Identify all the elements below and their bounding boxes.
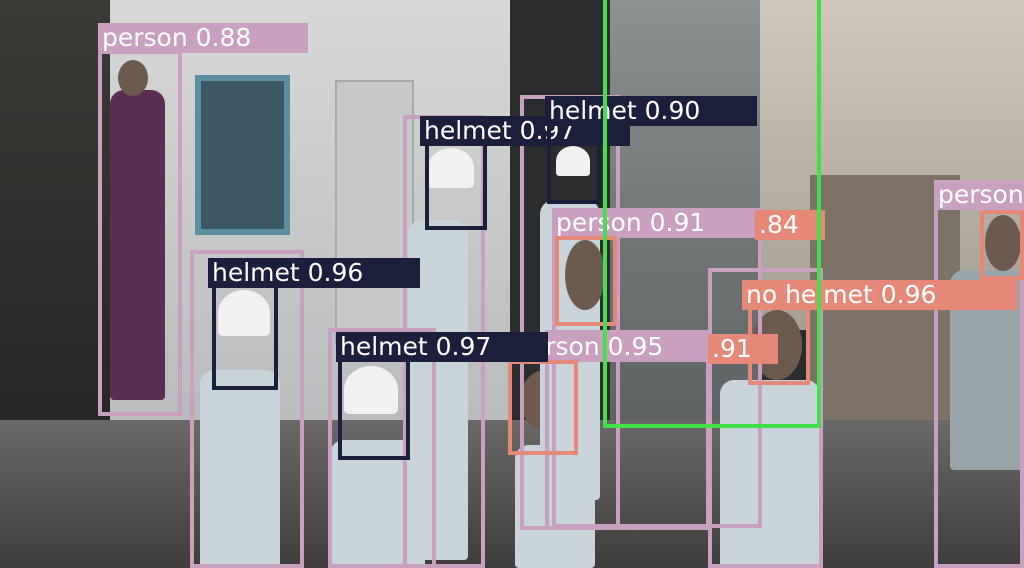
floor xyxy=(0,420,1024,568)
detection-box-helmet xyxy=(547,122,601,204)
detection-box-helmet xyxy=(425,140,487,230)
detection-label: helmet 0.96 xyxy=(208,258,420,288)
detection-label: person 0.88 xyxy=(98,23,308,53)
detection-box-helmet xyxy=(212,282,278,390)
detection-label: helmet 0.97 xyxy=(336,332,548,362)
worker-body xyxy=(110,90,165,400)
door xyxy=(335,80,414,344)
worker-head xyxy=(565,240,605,310)
detection-box-person xyxy=(98,50,182,416)
highlight-box xyxy=(603,0,821,428)
detection-box-person xyxy=(190,250,304,568)
worker-body xyxy=(200,370,280,568)
detection-box-no-helmet xyxy=(555,236,617,326)
detection-label: .91 xyxy=(708,334,778,364)
detection-box-no-helmet xyxy=(508,360,578,455)
detection-box-person xyxy=(708,268,823,568)
worker-body xyxy=(720,380,820,568)
worker-head xyxy=(985,215,1021,271)
window xyxy=(195,75,290,235)
worker-head xyxy=(118,60,148,96)
detection-label: helmet 0.90 xyxy=(545,96,757,126)
detection-label: .84 xyxy=(755,210,825,240)
helmet-shape xyxy=(344,366,398,414)
helmet-shape xyxy=(428,148,474,188)
detection-box-person xyxy=(328,328,436,568)
helmet-shape xyxy=(556,146,590,176)
detection-label: person xyxy=(934,180,1024,210)
detection-label: person 0.91 xyxy=(552,208,762,238)
detection-box-no-helmet xyxy=(980,210,1024,280)
helmet-shape xyxy=(218,290,270,336)
detection-box-helmet xyxy=(338,355,410,460)
detection-label: no helmet 0.96 xyxy=(742,280,1017,310)
